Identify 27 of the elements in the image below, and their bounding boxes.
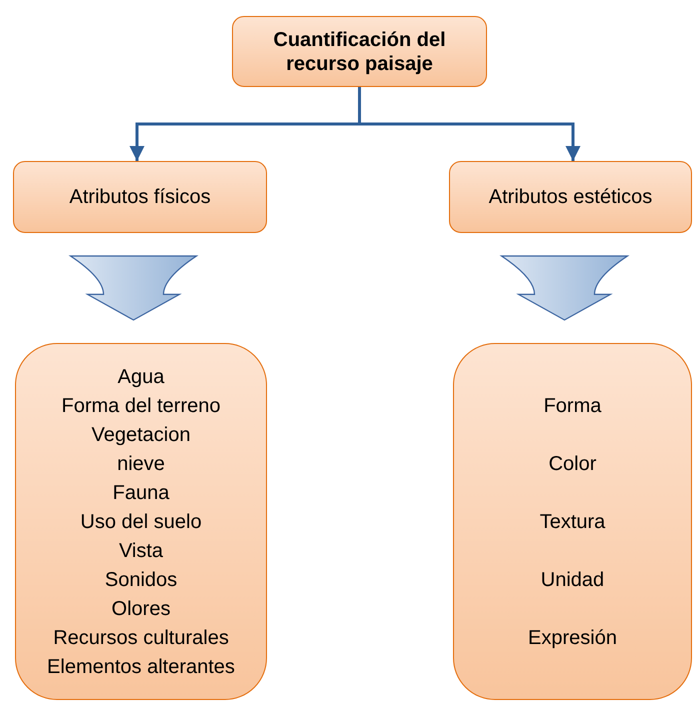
list-item: Forma del terreno	[62, 394, 220, 418]
connector-arrow	[358, 87, 580, 161]
list-item: Recursos culturales	[53, 626, 229, 650]
list-item: nieve	[117, 452, 165, 476]
list-item: Textura	[540, 510, 606, 534]
node-label: Cuantificación del recurso paisaje	[272, 28, 447, 76]
list-item: Expresión	[528, 626, 617, 650]
rounded-box	[453, 343, 692, 700]
list-item: Olores	[112, 596, 170, 620]
list-item: Vegetacion	[92, 422, 190, 446]
rounded-box	[13, 161, 267, 233]
list-item: Elementos alterantes	[47, 654, 235, 678]
list-item: Unidad	[540, 568, 604, 592]
list-item: Sonidos	[104, 568, 178, 592]
block-arrow	[70, 255, 198, 321]
node-label: Atributos estéticos	[488, 185, 652, 209]
list-item: Agua	[118, 364, 164, 388]
list-item: Color	[548, 452, 596, 476]
rounded-box	[232, 16, 487, 87]
rounded-box	[15, 343, 267, 700]
list-item: Fauna	[112, 480, 170, 504]
list-item: Vista	[118, 538, 164, 562]
block-arrow	[500, 255, 628, 321]
rounded-box	[449, 161, 692, 233]
list-item: Forma	[544, 394, 602, 418]
node-label: Atributos físicos	[69, 185, 211, 209]
list-item: Uso del suelo	[80, 510, 202, 534]
